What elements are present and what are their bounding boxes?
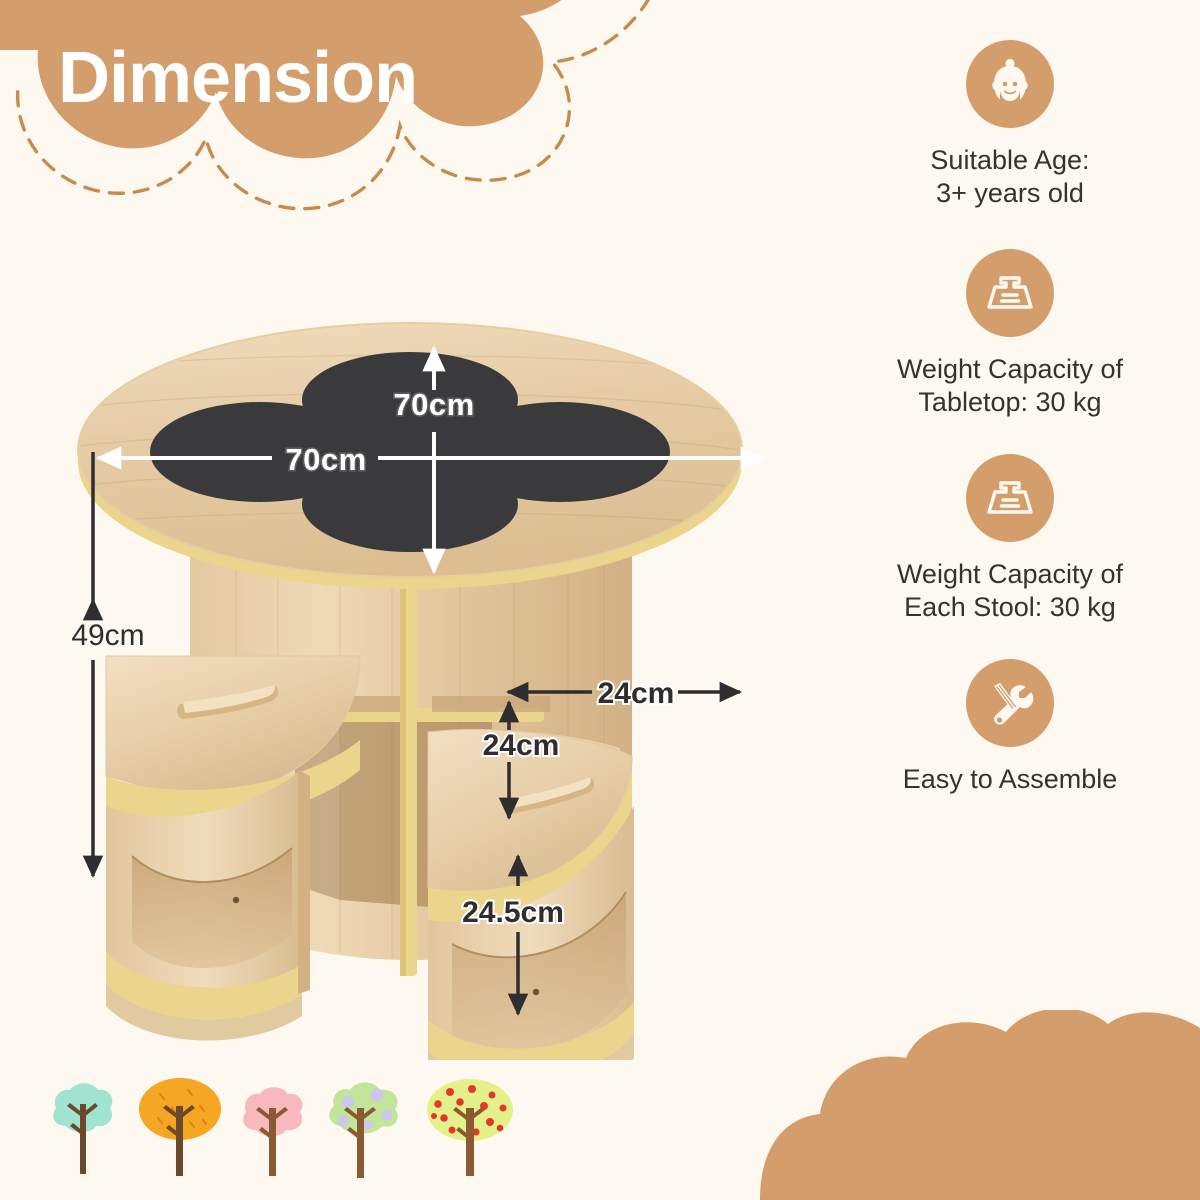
bottom-cloud-icon: [760, 1010, 1200, 1200]
tree-apple: [427, 1079, 513, 1176]
stool-right: [427, 729, 634, 1060]
header-cloud-icon: [0, 0, 650, 211]
page-title: Dimension: [58, 38, 418, 118]
feature-list: Suitable Age: 3+ years old Weight Capaci…: [820, 40, 1200, 796]
feature-label: Weight Capacity of Each Stool: 30 kg: [896, 558, 1124, 623]
child-face-icon: [966, 40, 1054, 128]
feature-tabletop-capacity: Weight Capacity of Tabletop: 30 kg: [820, 248, 1200, 420]
chalkboard-flower-panel: [150, 352, 670, 552]
decorative-trees: [53, 1078, 513, 1178]
tree-mint: [53, 1083, 113, 1174]
feature-label: Easy to Assemble: [902, 763, 1118, 794]
feature-label: Weight Capacity of Tabletop: 30 kg: [896, 353, 1124, 418]
weight-block-icon: [966, 453, 1054, 542]
tree-orange: [139, 1078, 221, 1176]
tools-icon: [966, 658, 1054, 747]
feature-easy-assemble: Easy to Assemble: [820, 658, 1200, 796]
tree-green-bloom: [329, 1082, 398, 1178]
feature-suitable-age: Suitable Age: 3+ years old: [820, 40, 1200, 211]
tree-pink: [243, 1087, 303, 1176]
stool-left: [105, 655, 361, 1041]
feature-label: Suitable Age: 3+ years old: [930, 145, 1090, 209]
product-illustration: [77, 322, 743, 1060]
feature-stool-capacity: Weight Capacity of Each Stool: 30 kg: [820, 453, 1200, 625]
weight-block-icon: [966, 248, 1054, 337]
